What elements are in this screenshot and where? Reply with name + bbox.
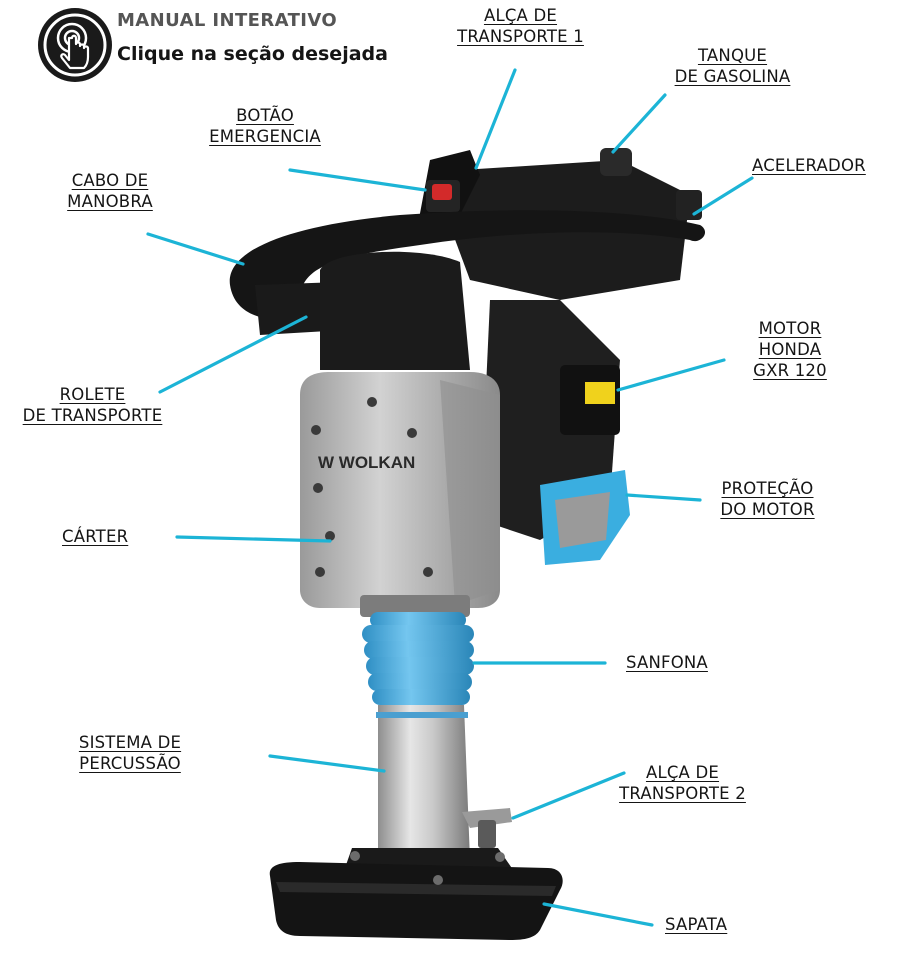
label-botao-emergencia[interactable]: BOTÃO EMERGENCIA <box>190 105 340 147</box>
label-line: ALÇA DE <box>645 763 720 782</box>
leader-cabo-manobra <box>146 232 245 266</box>
label-carter[interactable]: CÁRTER <box>62 526 128 547</box>
leader-acelerador <box>692 176 754 216</box>
label-sanfona[interactable]: SANFONA <box>626 652 708 673</box>
label-line: DE TRANSPORTE <box>22 406 163 425</box>
label-line: EMERGENCIA <box>209 127 321 146</box>
label-alca-transporte-1[interactable]: ALÇA DE TRANSPORTE 1 <box>443 5 598 47</box>
label-line: SISTEMA DE <box>78 733 182 752</box>
label-cabo-manobra[interactable]: CABO DE MANOBRA <box>45 170 175 212</box>
operating-handle <box>229 210 706 321</box>
label-line: DE GASOLINA <box>674 67 791 86</box>
label-line: SANFONA <box>626 653 708 672</box>
leader-motor-honda <box>616 358 726 392</box>
leader-sistema-percussao <box>268 754 386 773</box>
label-line: ACELERADOR <box>752 156 866 175</box>
label-line: DO MOTOR <box>720 500 815 519</box>
label-line: PERCUSSÃO <box>79 754 181 773</box>
label-acelerador[interactable]: ACELERADOR <box>752 155 866 176</box>
transport-handle-2 <box>462 808 512 828</box>
leader-carter <box>175 535 332 543</box>
header-title: MANUAL INTERATIVO <box>117 10 338 31</box>
label-protecao-motor[interactable]: PROTEÇÃO DO MOTOR <box>700 478 835 520</box>
label-tanque-gasolina[interactable]: TANQUE DE GASOLINA <box>660 45 805 87</box>
base-plate <box>269 862 563 940</box>
leader-sapata <box>542 902 654 927</box>
label-line: GXR 120 <box>753 361 827 380</box>
leader-rolete-transporte <box>158 315 308 394</box>
label-line: CÁRTER <box>62 527 129 546</box>
label-alca-transporte-2[interactable]: ALÇA DE TRANSPORTE 2 <box>600 762 765 804</box>
label-line: TRANSPORTE 2 <box>619 784 746 803</box>
header-subtitle: Clique na seção desejada <box>117 43 388 65</box>
label-line: ROLETE <box>59 385 126 404</box>
leader-alca-transporte-1 <box>474 68 517 170</box>
bellows <box>362 612 474 705</box>
label-line: MANOBRA <box>67 192 153 211</box>
label-line: MOTOR <box>758 319 822 338</box>
label-line: PROTEÇÃO <box>721 479 814 498</box>
leader-botao-emergencia <box>288 168 427 192</box>
label-line: TRANSPORTE 1 <box>457 27 584 46</box>
percussion-system <box>378 705 470 860</box>
label-line: CABO DE <box>71 171 149 190</box>
label-line: TANQUE <box>697 46 768 65</box>
label-line: BOTÃO <box>236 106 294 125</box>
label-sistema-percussao[interactable]: SISTEMA DE PERCUSSÃO <box>55 732 205 774</box>
label-line: ALÇA DE <box>483 6 558 25</box>
leader-tanque-gasolina <box>611 93 667 154</box>
label-line: HONDA <box>758 340 822 359</box>
touch-hand-icon <box>38 8 112 82</box>
label-rolete-transporte[interactable]: ROLETE DE TRANSPORTE <box>0 384 185 426</box>
label-line: SAPATA <box>665 915 728 934</box>
leader-alca-transporte-2 <box>511 771 626 820</box>
brand-logo: W WOLKAN <box>318 453 415 472</box>
label-sapata[interactable]: SAPATA <box>665 914 727 935</box>
label-motor-honda[interactable]: MOTOR HONDA GXR 120 <box>735 318 845 381</box>
leader-protecao-motor <box>625 493 702 502</box>
